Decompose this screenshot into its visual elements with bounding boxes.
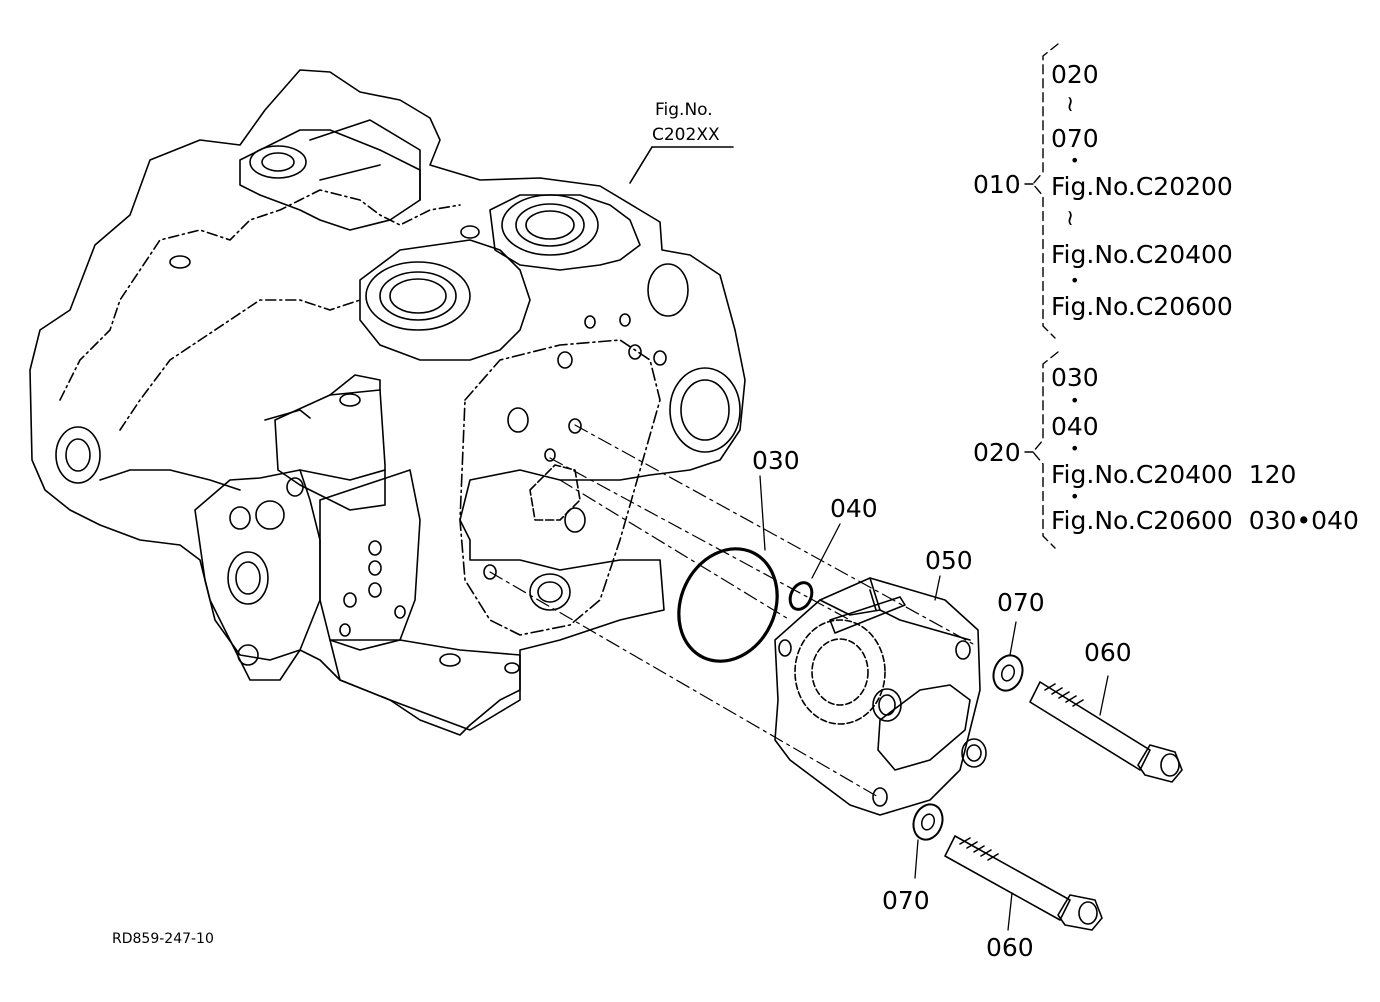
bolt-060-upper (1029, 681, 1183, 783)
legend-020-item-3: Fig.No.C20400 120 (1051, 460, 1297, 489)
legend-020-dot-3: • (1070, 487, 1080, 506)
leader-070-lower (914, 839, 919, 879)
o-ring-030 (677, 547, 779, 663)
washer-070-lower (912, 803, 944, 841)
drawing-code: RD859-247-10 (112, 931, 214, 947)
fig-ref-line2: C202XX (652, 125, 720, 145)
fig-ref-line1: Fig.No. (655, 100, 713, 120)
leader-060-upper (1099, 675, 1109, 716)
legend-010-item-3: Fig.No.C20200 (1051, 172, 1233, 201)
leader-070-upper (1009, 621, 1017, 656)
callout-070-lower: 070 (882, 886, 930, 915)
leader-050 (934, 575, 941, 601)
callout-060-lower: 060 (986, 933, 1034, 962)
leader-030 (759, 475, 766, 551)
legend-010-range-2: ≀ (1066, 206, 1075, 231)
pump-housing (29, 69, 746, 736)
legend-020-item-2: 040 (1051, 412, 1099, 441)
gear-pump-050 (774, 577, 987, 816)
leader-040 (811, 523, 841, 579)
fig-ref-leader (629, 146, 653, 184)
legend-010-dot-1: • (1070, 151, 1080, 170)
legend-010-item-2: 070 (1051, 124, 1099, 153)
legend-010-range-1: ≀ (1066, 92, 1075, 117)
legend-020-item-4: Fig.No.C20600 030•040 (1051, 506, 1359, 535)
legend-010-item-4: Fig.No.C20400 (1051, 240, 1233, 269)
bolt-060-lower (944, 835, 1103, 931)
legend-020-dot-1: • (1070, 391, 1080, 410)
legend-bracket-020 (1032, 351, 1059, 549)
callout-050: 050 (925, 546, 973, 575)
leader-060-lower (1007, 892, 1013, 931)
legend-010-item-5: Fig.No.C20600 (1051, 292, 1233, 321)
callout-060-upper: 060 (1084, 638, 1132, 667)
callout-070-upper: 070 (997, 588, 1045, 617)
callout-030: 030 (752, 446, 800, 475)
washer-070-upper (992, 654, 1024, 692)
legend-020-item-1: 030 (1051, 363, 1099, 392)
o-ring-040 (788, 581, 814, 611)
legend-010-dot-2: • (1070, 271, 1080, 290)
legend-010-code: 010 (973, 170, 1021, 199)
explosion-axis-lines (489, 424, 976, 799)
callout-040: 040 (830, 494, 878, 523)
legend-020-dot-2: • (1070, 439, 1080, 458)
legend-010-item-1: 020 (1051, 60, 1099, 89)
legend-020-code: 020 (973, 438, 1021, 467)
legend-bracket-010 (1032, 43, 1059, 339)
